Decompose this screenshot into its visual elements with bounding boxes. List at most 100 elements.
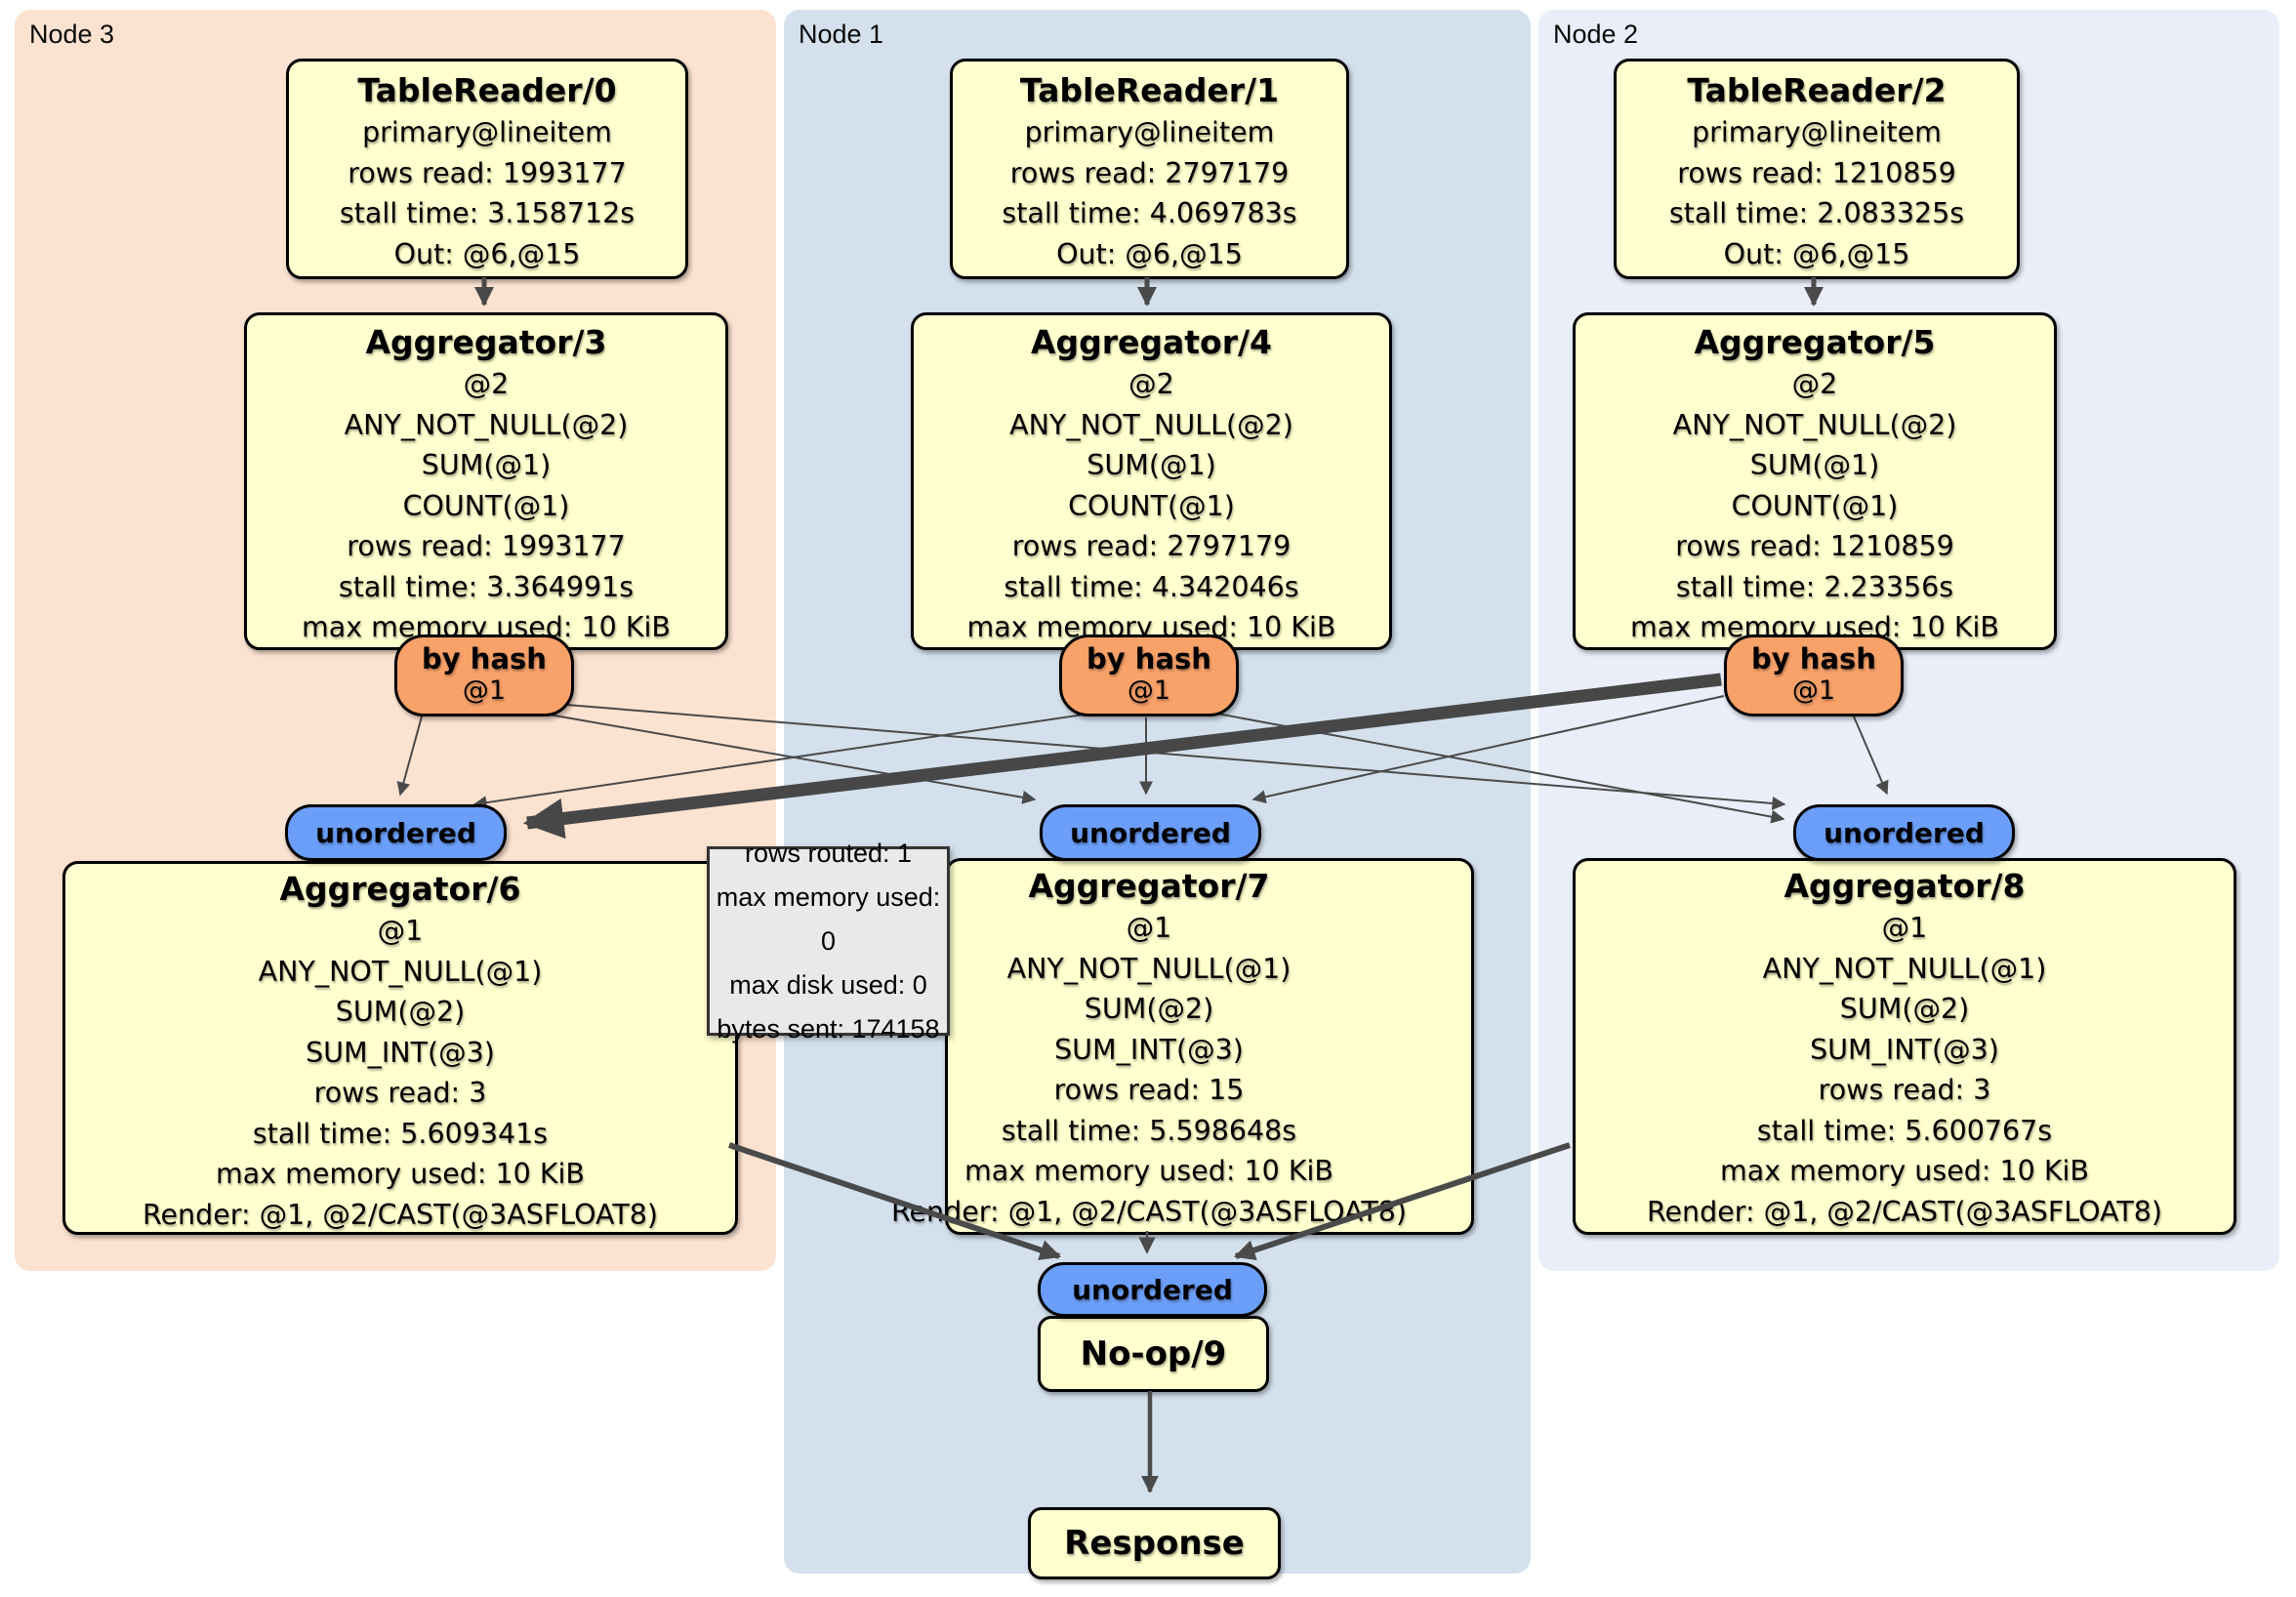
node-title: Aggregator/3: [365, 323, 607, 361]
node-detail: stall time: 4.342046s: [1004, 570, 1299, 603]
hash-router-node2[interactable]: by hash @1: [1724, 635, 1904, 717]
node-detail: SUM_INT(@3): [1054, 1033, 1244, 1066]
node-detail: Render: @1, @2/CAST(@3ASFLOAT8): [1647, 1195, 2162, 1228]
node-detail: stall time: 5.598648s: [1001, 1114, 1297, 1147]
node-detail: ANY_NOT_NULL(@1): [258, 955, 543, 988]
node-title: Aggregator/7: [1028, 867, 1270, 905]
node-detail: stall time: 5.600767s: [1756, 1114, 2053, 1147]
node-detail: rows read: 15: [1053, 1074, 1245, 1106]
node-detail: @2: [1791, 368, 1838, 400]
node-1-label: Node 1: [799, 20, 884, 49]
node-detail: COUNT(@1): [402, 489, 570, 522]
node-detail: SUM(@2): [1084, 993, 1214, 1025]
node-detail: rows read: 1993177: [348, 156, 627, 189]
node-detail: ANY_NOT_NULL(@2): [1672, 408, 1957, 441]
aggregator-8-node[interactable]: Aggregator/8 @1 ANY_NOT_NULL(@1) SUM(@2)…: [1573, 858, 2236, 1235]
hash-router-node3[interactable]: by hash @1: [394, 635, 574, 717]
node-detail: ANY_NOT_NULL(@1): [1762, 952, 2047, 985]
node-detail: SUM(@2): [335, 996, 466, 1028]
node-detail: @1: [377, 915, 424, 947]
node-detail: primary@lineitem: [362, 116, 612, 148]
edge-stats-tooltip: rows routed: 1 max memory used: 0 max di…: [707, 839, 950, 1044]
unordered-label: unordered: [315, 816, 476, 849]
unordered-label: unordered: [1070, 816, 1231, 849]
hash-router-label: by hash: [1751, 642, 1876, 676]
aggregator-3-node[interactable]: Aggregator/3 @2 ANY_NOT_NULL(@2) SUM(@1)…: [244, 312, 728, 650]
node-detail: COUNT(@1): [1731, 489, 1899, 522]
node-detail: COUNT(@1): [1068, 489, 1235, 522]
aggregator-4-node[interactable]: Aggregator/4 @2 ANY_NOT_NULL(@2) SUM(@1)…: [911, 312, 1392, 650]
node-detail: SUM(@2): [1839, 993, 1970, 1025]
node-detail: ANY_NOT_NULL(@2): [344, 408, 629, 441]
hash-router-arg: @1: [1127, 676, 1171, 706]
hash-router-label: by hash: [1086, 642, 1211, 676]
node-detail: max memory used: 10 KiB: [216, 1158, 585, 1190]
table-reader-2-node[interactable]: TableReader/2 primary@lineitem rows read…: [1614, 59, 2020, 279]
node-detail: ANY_NOT_NULL(@1): [1006, 952, 1292, 985]
node-detail: primary@lineitem: [1024, 116, 1275, 148]
node-detail: Render: @1, @2/CAST(@3ASFLOAT8): [143, 1198, 658, 1231]
node-title: TableReader/2: [1687, 71, 1947, 109]
node-detail: @1: [1881, 912, 1928, 944]
node-detail: stall time: 2.083325s: [1668, 197, 1965, 229]
node-detail: max memory used: 10 KiB: [1720, 1155, 2089, 1187]
node-detail: Out: @6,@15: [1056, 237, 1243, 270]
unordered-sync-node3[interactable]: unordered: [285, 804, 507, 861]
node-detail: rows read: 1210859: [1675, 530, 1954, 562]
tooltip-line: max disk used: 0: [729, 969, 927, 1000]
node-detail: SUM(@1): [1086, 449, 1216, 481]
node-detail: stall time: 3.364991s: [338, 570, 635, 603]
node-detail: @2: [1128, 368, 1174, 400]
node-detail: rows read: 1210859: [1677, 156, 1956, 189]
node-detail: rows read: 3: [1818, 1074, 1991, 1106]
unordered-sync-final[interactable]: unordered: [1038, 1262, 1267, 1317]
node-title: TableReader/1: [1019, 71, 1280, 109]
aggregator-5-node[interactable]: Aggregator/5 @2 ANY_NOT_NULL(@2) SUM(@1)…: [1573, 312, 2057, 650]
node-detail: stall time: 4.069783s: [1002, 197, 1297, 229]
node-title: Aggregator/5: [1694, 323, 1936, 361]
unordered-label: unordered: [1824, 816, 1985, 849]
node-detail: stall time: 5.609341s: [252, 1117, 549, 1150]
unordered-label: unordered: [1072, 1273, 1233, 1306]
response-node[interactable]: Response: [1028, 1507, 1281, 1579]
no-op-9-node[interactable]: No-op/9: [1038, 1316, 1269, 1392]
aggregator-7-node[interactable]: Aggregator/7 @1 ANY_NOT_NULL(@1) SUM(@2)…: [891, 858, 1474, 1235]
node-detail: Out: @6,@15: [1723, 237, 1910, 270]
node-title: Aggregator/4: [1030, 323, 1273, 361]
node-detail: Out: @6,@15: [393, 237, 581, 270]
node-detail: SUM_INT(@3): [1810, 1033, 1999, 1066]
node-title: Response: [1064, 1524, 1245, 1563]
node-detail: @1: [1126, 912, 1172, 944]
node-detail: rows read: 3: [313, 1077, 487, 1109]
node-detail: SUM(@1): [1749, 449, 1880, 481]
table-reader-1-node[interactable]: TableReader/1 primary@lineitem rows read…: [950, 59, 1349, 279]
node-detail: Render: @1, @2/CAST(@3ASFLOAT8): [891, 1195, 1407, 1228]
node-detail: ANY_NOT_NULL(@2): [1009, 408, 1293, 441]
node-title: TableReader/0: [357, 71, 617, 109]
node-detail: rows read: 2797179: [1011, 530, 1292, 562]
table-reader-0-node[interactable]: TableReader/0 primary@lineitem rows read…: [286, 59, 688, 279]
node-title: Aggregator/6: [279, 870, 521, 908]
unordered-sync-node1[interactable]: unordered: [1040, 804, 1261, 861]
node-detail: stall time: 2.23356s: [1675, 570, 1954, 603]
hash-router-arg: @1: [1791, 676, 1836, 706]
node-detail: rows read: 2797179: [1009, 156, 1290, 189]
node-3-label: Node 3: [29, 20, 115, 49]
node-detail: SUM(@1): [421, 449, 552, 481]
node-title: No-op/9: [1080, 1334, 1227, 1373]
hash-router-arg: @1: [462, 676, 507, 706]
tooltip-line: max memory used: 0: [716, 881, 941, 956]
node-detail: stall time: 3.158712s: [339, 197, 636, 229]
node-title: Aggregator/8: [1784, 867, 2026, 905]
node-detail: max memory used: 10 KiB: [964, 1155, 1333, 1187]
tooltip-line: rows routed: 1: [744, 838, 913, 868]
node-detail: primary@lineitem: [1692, 116, 1942, 148]
hash-router-label: by hash: [422, 642, 547, 676]
tooltip-line: bytes sent: 174158: [717, 1013, 940, 1044]
hash-router-node1[interactable]: by hash @1: [1059, 635, 1239, 717]
node-detail: SUM_INT(@3): [306, 1036, 495, 1069]
node-detail: rows read: 1993177: [347, 530, 626, 562]
aggregator-6-node[interactable]: Aggregator/6 @1 ANY_NOT_NULL(@1) SUM(@2)…: [62, 861, 738, 1235]
unordered-sync-node2[interactable]: unordered: [1793, 804, 2015, 861]
